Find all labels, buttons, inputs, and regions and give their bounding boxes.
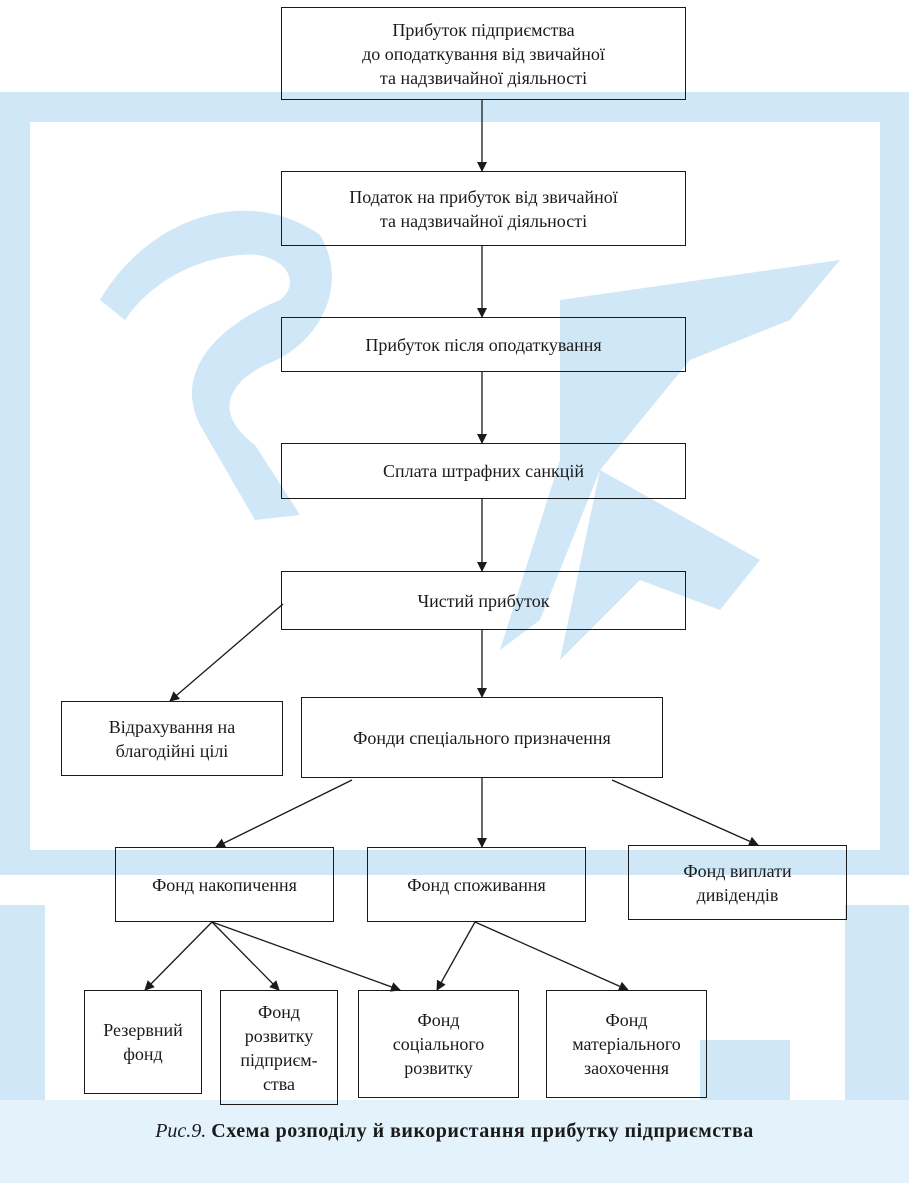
- arrow-net-to-charity: [169, 603, 284, 702]
- caption-title: Схема розподілу й використання прибутку …: [211, 1120, 754, 1142]
- node-incentive-fund: Фонд матеріального заохочення: [546, 990, 707, 1098]
- node-profit-after-tax: Прибуток після оподаткування: [281, 317, 686, 372]
- node-profit-before-tax: Прибуток підприємства до оподаткування в…: [281, 7, 686, 100]
- watermark-bottom-band: [0, 1100, 909, 1183]
- arrow-accumulation-to-development: [211, 921, 280, 991]
- arrow-consumption-to-social: [436, 921, 476, 991]
- arrow-special-to-accumulation: [215, 779, 353, 848]
- node-development-fund: Фонд розвитку підприєм- ства: [220, 990, 338, 1105]
- node-dividend-fund: Фонд виплати дивідендів: [628, 845, 847, 920]
- figure-caption: Рис.9. Схема розподілу й використання пр…: [0, 1120, 909, 1143]
- node-penalties: Сплата штрафних санкцій: [281, 443, 686, 499]
- watermark-wing: [500, 260, 840, 650]
- caption-prefix: Рис.9.: [155, 1120, 207, 1142]
- node-charity: Відрахування на благодійні цілі: [61, 701, 283, 776]
- node-social-fund: Фонд соціального розвитку: [358, 990, 519, 1098]
- arrow-accumulation-to-reserve: [144, 921, 213, 991]
- node-special-funds: Фонди спеціального призначення: [301, 697, 663, 778]
- arrow-special-to-dividend: [611, 779, 759, 846]
- node-income-tax: Податок на прибуток від звичайної та над…: [281, 171, 686, 246]
- node-net-profit: Чистий прибуток: [281, 571, 686, 630]
- node-consumption-fund: Фонд споживання: [367, 847, 586, 922]
- watermark-wing-lower: [560, 470, 760, 660]
- node-reserve-fund: Резервний фонд: [84, 990, 202, 1094]
- node-accumulation-fund: Фонд накопичення: [115, 847, 334, 922]
- watermark-hook: [100, 210, 332, 520]
- arrow-consumption-to-incentive: [474, 921, 629, 991]
- arrow-accumulation-to-social: [211, 921, 401, 992]
